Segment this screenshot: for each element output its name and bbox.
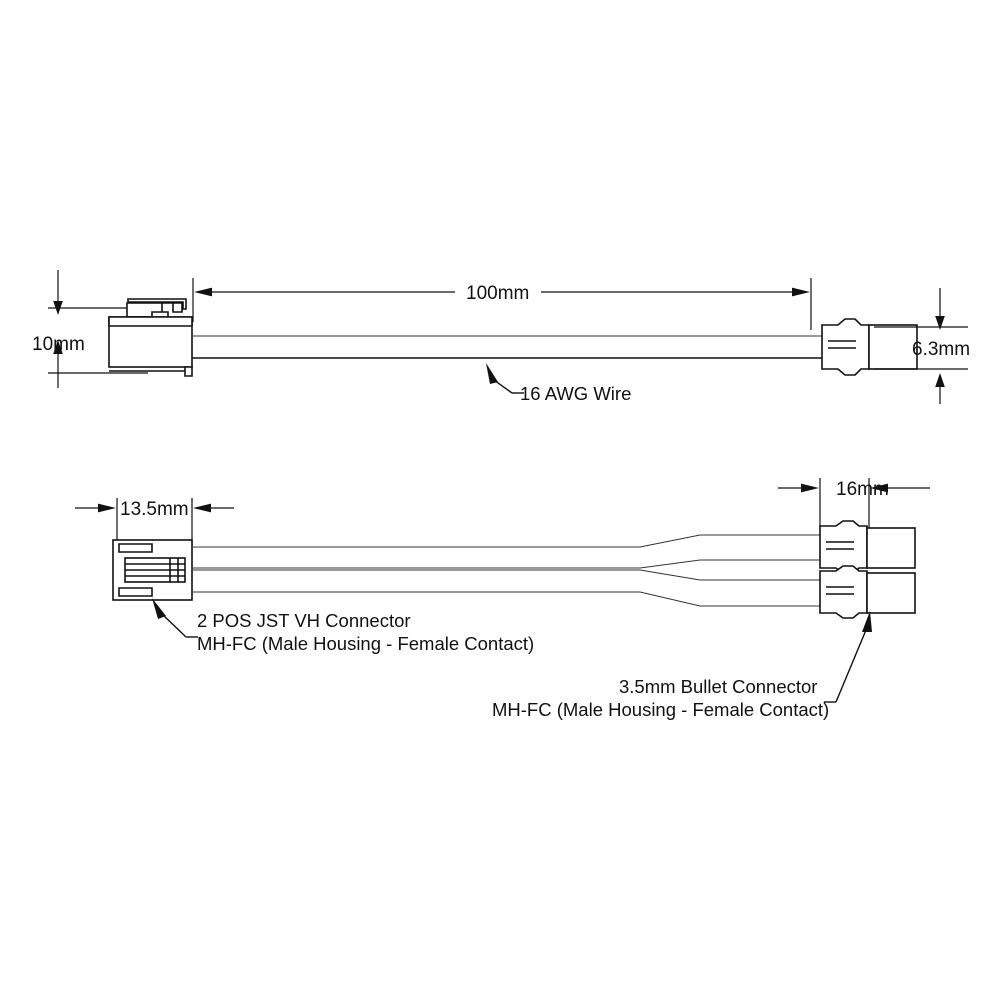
top-view-group: 10mm 100mm (32, 270, 970, 404)
callout-jst-connector: 2 POS JST VH Connector MH-FC (Male Housi… (152, 598, 534, 654)
callout-bullet-connector: 3.5mm Bullet Connector MH-FC (Male Housi… (492, 611, 872, 720)
dimension-6p3mm: 6.3mm (874, 288, 970, 404)
jst-vh-connector-bottom-view (112, 539, 193, 601)
wire-harness-bottom-view (192, 534, 820, 607)
bottom-view-group: 13.5mm 16mm (75, 478, 930, 720)
callout-16awg-wire-label: 16 AWG Wire (520, 383, 631, 404)
dimension-10mm: 10mm (32, 270, 148, 388)
dimension-6p3mm-label: 6.3mm (912, 339, 970, 360)
dimension-10mm-label: 10mm (32, 334, 85, 355)
dimension-13p5mm-label: 13.5mm (120, 499, 189, 520)
wire-16awg-top-view (192, 335, 825, 359)
bullet-connector-lower (819, 565, 916, 619)
dimension-16mm-label: 16mm (836, 479, 889, 500)
dimension-16mm: 16mm (778, 478, 930, 530)
callout-16awg-wire: 16 AWG Wire (486, 363, 631, 404)
dimension-100mm: 100mm (192, 278, 812, 330)
jst-vh-connector-top-view (108, 298, 193, 377)
callout-jst-line2: MH-FC (Male Housing - Female Contact) (197, 633, 534, 654)
callout-jst-line1: 2 POS JST VH Connector (197, 610, 411, 631)
callout-bullet-line2: MH-FC (Male Housing - Female Contact) (492, 699, 829, 720)
bullet-connector-upper (819, 520, 916, 574)
dimension-13p5mm: 13.5mm (75, 498, 234, 545)
callout-bullet-line1: 3.5mm Bullet Connector (619, 676, 817, 697)
bullet-connector-top-view (821, 318, 918, 376)
dimension-100mm-label: 100mm (466, 283, 529, 304)
